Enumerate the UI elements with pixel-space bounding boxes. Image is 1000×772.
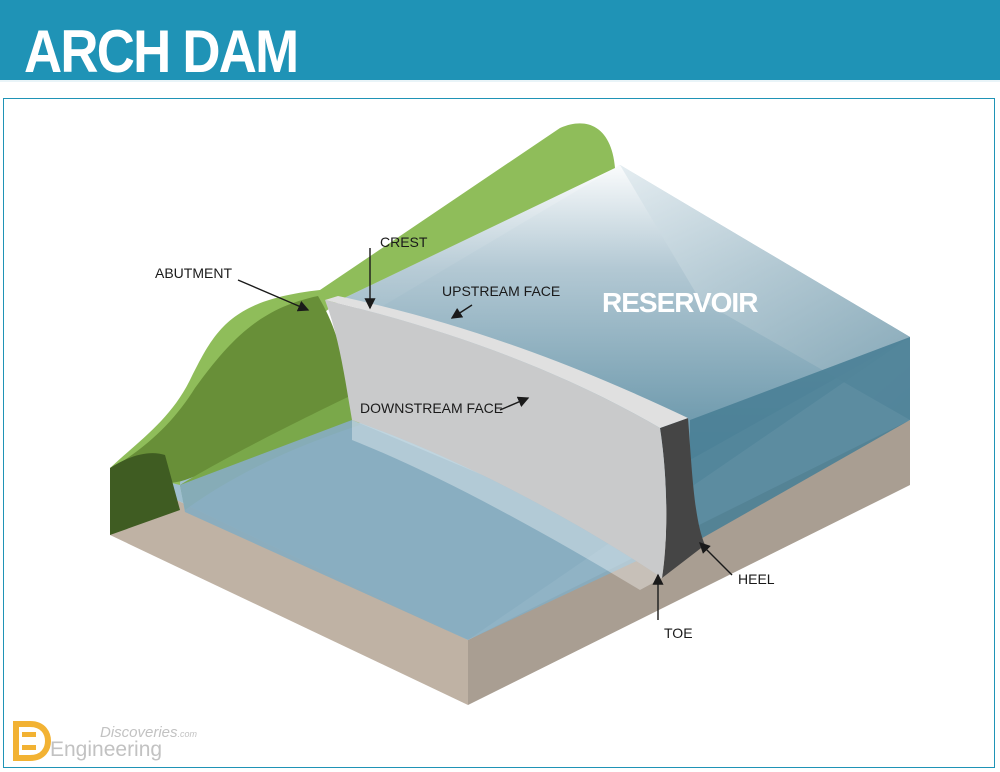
ground-left-side: [110, 468, 468, 705]
reservoir-top: [340, 165, 910, 460]
downstream-leader: [499, 396, 530, 411]
abutment-label: ABUTMENT: [155, 265, 232, 281]
reservoir-front-side: [690, 337, 910, 545]
ground-right-side: [468, 420, 910, 705]
branding: Discoveries.com Engineering: [12, 720, 222, 764]
dam-section-edge: [660, 418, 705, 578]
brand-line1: Discoveries.com: [100, 724, 198, 741]
hill-base: [110, 453, 180, 535]
header-bar: ARCH DAM: [0, 0, 1000, 85]
page-title: ARCH DAM: [24, 18, 299, 85]
heel-label: HEEL: [738, 571, 775, 587]
engineering-discoveries-logo-icon: [13, 721, 52, 761]
header-divider: [0, 80, 1000, 82]
toe-label: TOE: [664, 625, 693, 641]
diagram-frame: [3, 98, 995, 768]
heel-leader: [699, 542, 733, 576]
downstream-face-label: DOWNSTREAM FACE: [360, 400, 503, 416]
upstream-leader: [450, 304, 473, 319]
dam-downstream-face: [325, 300, 667, 578]
dam-crest: [325, 296, 688, 428]
abutment-leader: [237, 279, 310, 312]
upstream-face-label: UPSTREAM FACE: [442, 283, 560, 299]
brand-line2: Engineering: [50, 738, 163, 761]
reservoir-back-wall: [620, 165, 910, 420]
downstream-water: [180, 420, 660, 640]
crest-label: CREST: [380, 234, 428, 250]
reservoir-label: RESERVOIR: [602, 287, 758, 318]
dam-water-overlay: [352, 420, 662, 590]
